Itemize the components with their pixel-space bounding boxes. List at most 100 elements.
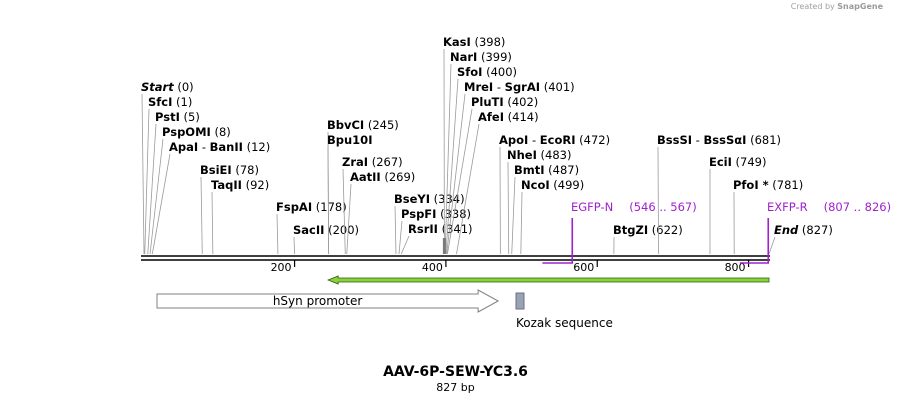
features: hSyn promoter Kozak sequence — [156, 275, 770, 330]
sequence-backbone — [141, 255, 770, 261]
site-position: (499) — [550, 178, 585, 192]
site-connector — [144, 108, 150, 255]
snapgene-logo: SnapGene — [837, 2, 883, 11]
feature[interactable] — [327, 275, 770, 285]
site-label[interactable]: KasI (398) — [443, 35, 505, 49]
sequence-map: Start (0)SfcI (1)PstI (5)PspOMI (8)ApaI … — [141, 35, 891, 330]
site-label[interactable]: PfoI * (781) — [733, 178, 803, 192]
restriction-site: BsiEI (78) — [200, 163, 259, 255]
snapgene-credit: Created by SnapGene — [791, 2, 883, 11]
site-label[interactable]: FspAI (178) — [276, 200, 347, 214]
restriction-site: SfcI (1) — [144, 95, 192, 255]
site-connector — [342, 168, 346, 255]
site-name: ApoI — [499, 133, 528, 147]
site-label[interactable]: PluTI (402) — [471, 95, 538, 109]
site-position: (622) — [648, 223, 683, 237]
site-label[interactable]: MreI - SgrAI (401) — [464, 80, 575, 94]
site-separator: - — [198, 140, 209, 154]
restriction-site: ApaI - BanII (12) — [151, 140, 270, 255]
site-connector — [211, 191, 214, 255]
site-label[interactable]: BssSI - BssSαI (681) — [657, 133, 781, 147]
site-label[interactable]: PspFI (338) — [401, 207, 471, 221]
primers: EGFP-N(546 .. 567) EXFP-R(807 .. 826) — [542, 200, 891, 264]
site-position: (1) — [172, 95, 192, 109]
site-label[interactable]: EciI (749) — [709, 155, 767, 169]
site-name: TaqII — [211, 178, 242, 192]
scale-tick-label: 800 — [725, 261, 746, 274]
site-connector — [445, 78, 459, 255]
primer-label: EXFP-R(807 .. 826) — [767, 200, 891, 214]
restriction-site: MreI - SgrAI (401) — [446, 80, 575, 255]
restriction-site: BtgZI (622) — [613, 223, 683, 255]
restriction-site: TaqII (92) — [211, 178, 269, 255]
site-label[interactable]: RsrII (341) — [408, 222, 473, 236]
kozak-box — [515, 292, 525, 310]
restriction-site: PspOMI (8) — [149, 125, 231, 255]
site-label[interactable]: AatII (269) — [350, 170, 415, 184]
restriction-site: SfoI (400) — [445, 65, 517, 255]
site-name: NheI — [507, 148, 537, 162]
site-label[interactable]: End (827) — [774, 223, 833, 237]
site-separator: - — [692, 133, 703, 147]
site-label[interactable]: BsiEI (78) — [200, 163, 259, 177]
site-label[interactable]: ApaI - BanII (12) — [169, 140, 270, 154]
map-title: AAV-6P-SEW-YC3.6 — [383, 364, 528, 380]
site-label[interactable]: ZraI (267) — [342, 155, 403, 169]
primer[interactable]: EXFP-R(807 .. 826) — [739, 200, 891, 264]
site-name: PspOMI — [162, 125, 211, 139]
site-label[interactable]: PstI (5) — [155, 110, 200, 124]
site-label[interactable]: NheI (483) — [507, 148, 571, 162]
orf-arrow — [327, 275, 770, 285]
site-name: RsrII — [408, 222, 438, 236]
feature[interactable]: hSyn promoter — [156, 289, 500, 313]
promoter-arrow — [156, 289, 500, 313]
site-connector — [456, 123, 480, 255]
site-labels: Start (0)SfcI (1)PstI (5)PspOMI (8)ApaI … — [141, 35, 833, 255]
site-name: NarI — [450, 50, 477, 64]
site-label[interactable]: BseYI (334) — [394, 192, 465, 206]
site-name: Start — [141, 80, 174, 94]
site-position: (781) — [769, 178, 804, 192]
site-name: KasI — [443, 35, 471, 49]
site-label[interactable]: BbvCI (245) — [327, 118, 399, 132]
site-position: (483) — [537, 148, 572, 162]
site-connector — [511, 176, 516, 255]
restriction-site: PspFI (338) — [398, 207, 471, 255]
site-connector — [293, 236, 295, 255]
site-label[interactable]: AfeI (414) — [478, 110, 539, 124]
site-label[interactable]: NarI (399) — [450, 50, 512, 64]
site-connector — [444, 63, 452, 255]
restriction-site: AatII (269) — [346, 170, 415, 255]
restriction-site: SacII (200) — [293, 223, 359, 255]
site-label[interactable]: BtgZI (622) — [613, 223, 683, 237]
site-connector — [394, 205, 397, 255]
site-label[interactable]: ApoI - EcoRI (472) — [499, 133, 610, 147]
restriction-site: FspAI (178) — [276, 200, 347, 255]
primer[interactable]: EGFP-N(546 .. 567) — [542, 200, 697, 264]
site-label[interactable]: SfoI (400) — [457, 65, 517, 79]
site-label[interactable]: BmtI (487) — [514, 163, 579, 177]
site-connector — [327, 146, 330, 255]
site-name: NcoI — [521, 178, 550, 192]
feature[interactable]: Kozak sequence — [515, 292, 613, 330]
site-label[interactable]: NcoI (499) — [521, 178, 584, 192]
scale-tick-label: 600 — [573, 261, 594, 274]
credit-prefix: Created by — [790, 2, 835, 11]
restriction-site: End (827) — [768, 223, 833, 255]
primer-label: EGFP-N(546 .. 567) — [571, 200, 697, 214]
site-label[interactable]: SfcI (1) — [148, 95, 192, 109]
site-label[interactable]: SacII (200) — [293, 223, 359, 237]
site-connector — [346, 183, 352, 255]
site-connector — [657, 146, 659, 255]
site-label[interactable]: Start (0) — [141, 80, 194, 94]
site-label[interactable]: TaqII (92) — [211, 178, 269, 192]
site-cluster-marker — [442, 238, 446, 254]
site-name: SfcI — [148, 95, 172, 109]
site-label[interactable]: Bpu10I — [327, 133, 372, 147]
site-label[interactable]: PspOMI (8) — [162, 125, 231, 139]
site-name: FspAI — [276, 200, 312, 214]
site-connector — [141, 93, 145, 255]
site-name: BsiEI — [200, 163, 232, 177]
site-name: EciI — [709, 155, 732, 169]
restriction-site: EciI (749) — [709, 155, 767, 255]
